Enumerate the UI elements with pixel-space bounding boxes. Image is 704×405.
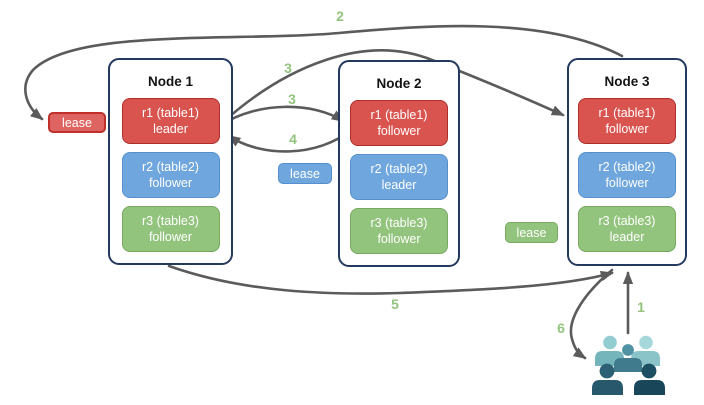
node-2-replica-r2: r2 (table2) leader [350,154,448,200]
step-label-3b: 3 [288,91,296,107]
node-1-replica-r3: r3 (table3) follower [121,206,220,252]
arrow-step3-node1-to-node2 [219,105,345,127]
node-3-replica-r3: r3 (table3) leader [578,206,676,252]
lease-tag-r1: lease [48,112,106,133]
step-label-5: 5 [391,296,399,312]
node-2: Node 2 r1 (table1) follower r2 (table2) … [338,60,460,267]
lease-tag-r3: lease [505,222,558,243]
node-3-replica-r2: r2 (table2) follower [578,152,676,198]
step-label-1: 1 [637,299,645,315]
node-1-replica-r2: r2 (table2) follower [121,152,220,198]
node-1: Node 1 r1 (table1) leader r2 (table2) fo… [108,58,233,265]
step-label-6: 6 [557,320,565,336]
node-3-replica-r1: r1 (table1) follower [578,98,676,144]
node-1-replica-r1: r1 (table1) leader [121,98,220,144]
node-2-replica-r1: r1 (table1) follower [350,100,448,146]
node-2-title: Node 2 [376,76,422,91]
arrow-step5-node1-to-node3 [167,264,614,295]
node-3-title: Node 3 [604,74,650,89]
step-label-2: 2 [336,8,344,24]
node-2-replica-r3: r3 (table3) follower [350,208,448,254]
step-label-3a: 3 [284,60,292,76]
node-3: Node 3 r1 (table1) follower r2 (table2) … [567,58,687,266]
lease-tag-r2: lease [278,163,332,184]
step-label-4: 4 [289,131,297,147]
node-1-title: Node 1 [147,74,193,89]
arrow-step6-node3-to-users [569,268,614,360]
